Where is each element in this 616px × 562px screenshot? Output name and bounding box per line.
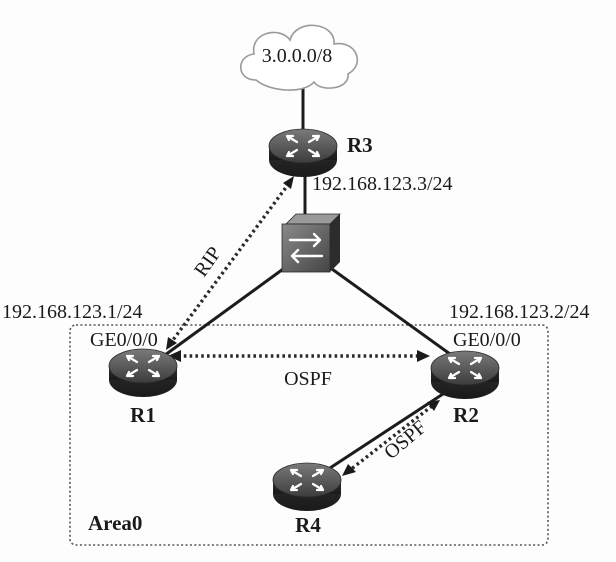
r2-port-label: GE0/0/0 <box>453 329 521 351</box>
ospf-adjacency-arrow-r2-r4 <box>342 400 440 476</box>
router-r3-icon <box>267 127 339 179</box>
ospf-label-r2-r4: OSPF <box>380 416 431 464</box>
r3-ip-label: 192.168.123.3/24 <box>312 173 453 195</box>
router-r4-icon <box>271 461 343 513</box>
link-r2-r4 <box>329 390 447 470</box>
area0-boundary <box>69 324 549 546</box>
ospf-label-r1-r2: OSPF <box>284 368 332 390</box>
rip-adjacency-arrow <box>166 176 294 350</box>
ospf-adjacency-arrow-r1-r2 <box>168 350 430 362</box>
router-r4-name: R4 <box>295 513 321 537</box>
cloud-icon <box>239 24 359 91</box>
router-r1-icon <box>107 347 179 399</box>
area0-label: Area0 <box>88 511 142 535</box>
switch-icon <box>281 213 341 273</box>
router-r2-icon <box>429 349 501 401</box>
r1-ip-label: 192.168.123.1/24 <box>2 301 143 323</box>
rip-protocol-label: RIP <box>190 243 226 281</box>
router-r1-name: R1 <box>130 403 156 427</box>
router-r3-name: R3 <box>347 133 373 157</box>
router-r2-name: R2 <box>453 403 479 427</box>
link-switch-r2 <box>324 262 451 356</box>
cloud-network-label: 3.0.0.0/8 <box>262 45 333 67</box>
link-switch-r1 <box>164 262 291 357</box>
r1-port-label: GE0/0/0 <box>90 329 158 351</box>
r2-ip-label: 192.168.123.2/24 <box>449 301 590 323</box>
